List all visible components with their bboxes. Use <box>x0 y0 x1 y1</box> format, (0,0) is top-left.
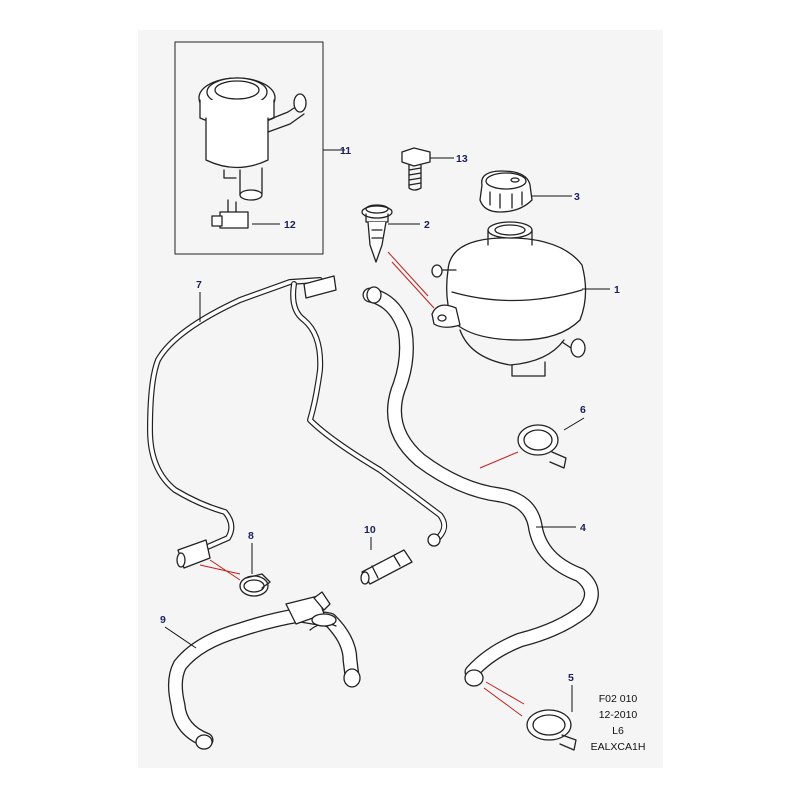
callout-10: 10 <box>364 524 376 536</box>
callout-3: 3 <box>574 191 580 203</box>
red-leader-2a <box>387 251 429 297</box>
callout-1: 1 <box>614 284 620 296</box>
callout-2: 2 <box>424 219 430 231</box>
red-leader-8a <box>199 564 241 575</box>
callout-6: 6 <box>580 404 586 416</box>
expansion-tank-part <box>431 221 587 377</box>
figure-date: 12-2010 <box>598 709 638 721</box>
bolt-part <box>401 147 431 191</box>
red-leader-5a <box>483 687 523 717</box>
lower-coolant-hose <box>167 591 361 750</box>
hose-clip-medium <box>517 424 567 469</box>
hose-clip-large <box>526 709 577 751</box>
remote-reservoir-part <box>198 77 307 201</box>
callout-11: 11 <box>340 145 351 157</box>
filler-cap-part <box>479 170 533 213</box>
inset-frame <box>174 41 324 255</box>
callout-12: 12 <box>284 219 296 231</box>
hose-clip-small <box>239 573 271 597</box>
callout-4: 4 <box>580 522 586 534</box>
callout-5: 5 <box>568 672 574 684</box>
red-leader-6 <box>479 451 519 469</box>
pipe-connector-part <box>360 549 413 585</box>
figure-level: L6 <box>612 725 624 737</box>
figure-id: EALXCA1H <box>590 741 646 753</box>
red-leader-2b <box>391 261 435 309</box>
callout-8: 8 <box>248 530 254 542</box>
leader-6 <box>563 417 585 431</box>
figure-code: F02 010 <box>598 693 638 705</box>
push-clip-part <box>361 204 393 263</box>
red-leader-8b <box>209 559 241 581</box>
leader-9 <box>164 626 197 649</box>
bleed-pipe <box>147 275 448 569</box>
callout-13: 13 <box>456 153 468 165</box>
red-leader-5b <box>485 681 525 705</box>
sensor-part <box>211 199 249 229</box>
main-coolant-hose <box>362 286 599 687</box>
callout-7: 7 <box>196 279 202 291</box>
callout-9: 9 <box>160 614 166 626</box>
